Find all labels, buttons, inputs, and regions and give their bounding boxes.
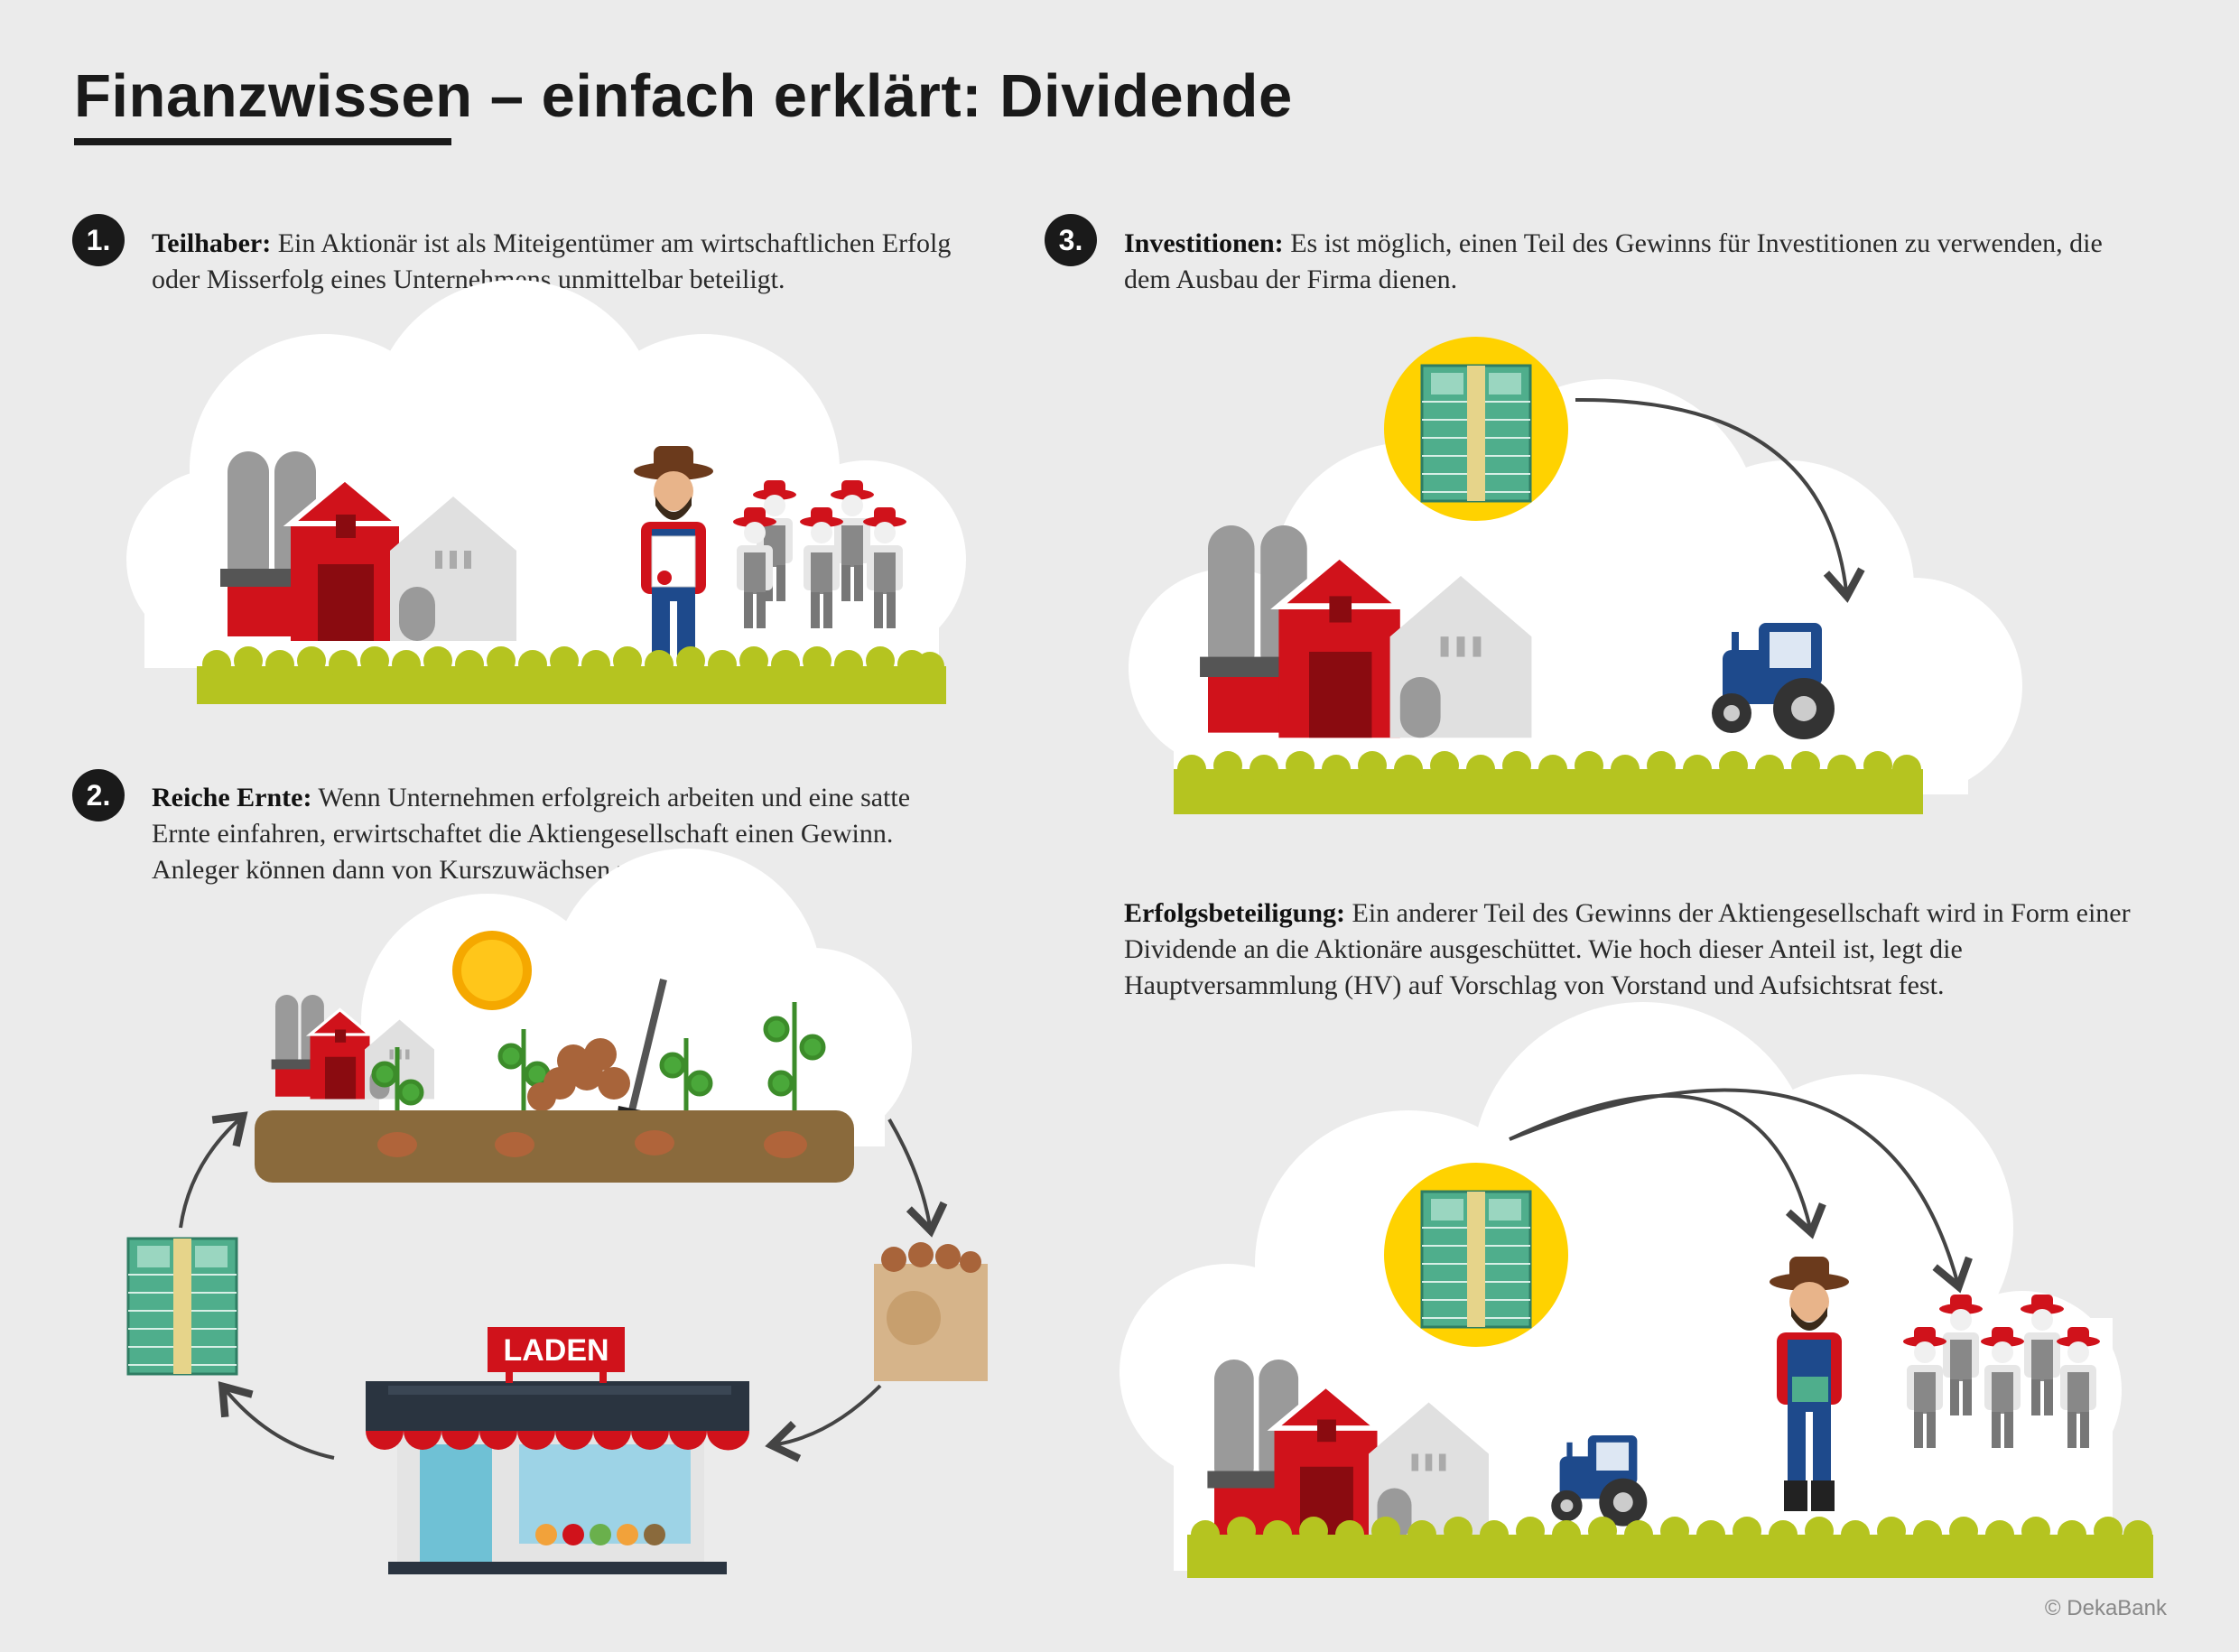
scene-1-farmer [634,446,713,701]
scene-3-grass [1174,751,1923,814]
step-4-heading: Erfolgsbeteiligung: [1124,898,1345,928]
step-1-heading: Teilhaber: [152,228,272,258]
scene-3-arrow [1575,397,1865,603]
step-3-text: Investitionen: Es ist möglich, einen Tei… [1124,226,2153,298]
step-1-number: 1. [72,214,125,266]
shop-sign: LADEN [488,1327,625,1383]
step-3-number: 3. [1045,214,1097,266]
scene-4-farmer [1770,1257,1849,1511]
scene-2-potato-pile [527,1038,630,1111]
copyright-credit: © DekaBank [2044,1596,2167,1620]
title-rest: – einfach erklärt: Dividende [472,62,1293,130]
step-3-body: Es ist möglich, einen Teil des Gewinns f… [1124,228,2103,294]
step-2-number: 2. [72,769,125,821]
cycle-arrows [179,1111,948,1462]
scene-4-coin-icon [1384,1163,1568,1347]
shop-sign-label: LADEN [503,1333,609,1368]
shop-awning [366,1431,749,1451]
scene-2-potato-bag-icon [874,1242,988,1381]
scene-2-money-icon [126,1237,238,1376]
shop-building [366,1381,749,1574]
scene-4-grass [1187,1517,2153,1578]
scene-1-grass [197,646,946,704]
scene-2-plants [371,1002,826,1137]
scene-3-coin-icon [1384,337,1568,521]
title-underline [74,138,451,145]
step-2-heading: Reiche Ernte: [152,783,312,812]
scene-2-sun-icon [452,931,532,1010]
step-4-body: Ein anderer Teil des Gewinns der Aktieng… [1124,898,2131,1000]
step-3-heading: Investitionen: [1124,228,1284,258]
step-4-text: Erfolgsbeteiligung: Ein anderer Teil des… [1124,896,2162,1004]
scene-4-arrows [1509,1088,1973,1294]
scene-2-soil [255,1110,854,1183]
title-main: Finanzwissen [74,62,473,130]
page-title: Finanzwissen – einfach erklärt: Dividend… [74,61,1293,131]
